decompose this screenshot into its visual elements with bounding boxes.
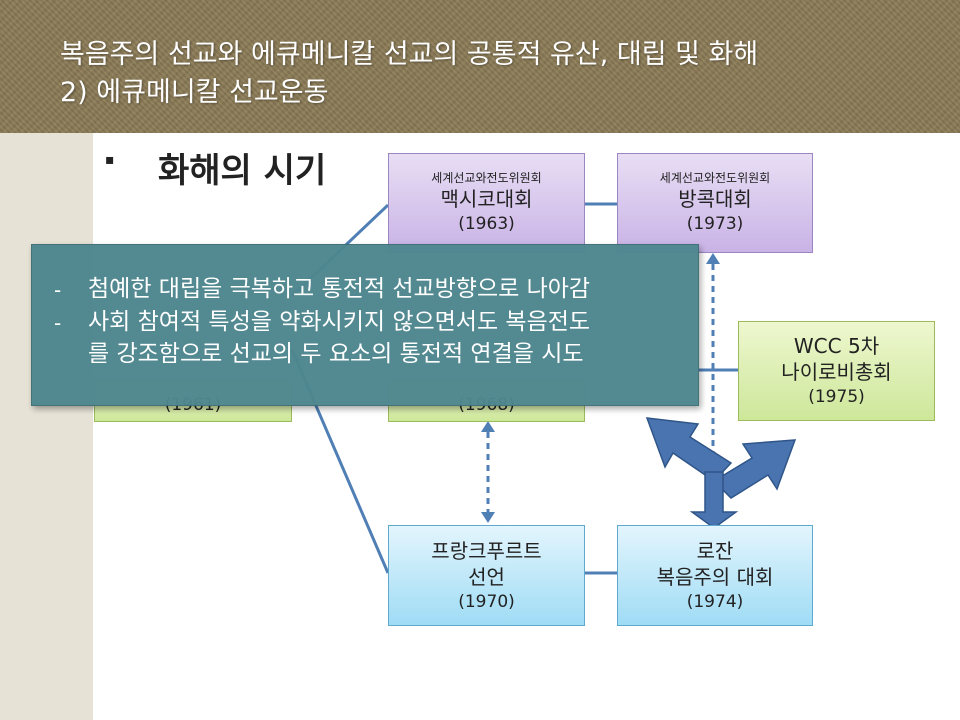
arrowhead-up-bangkok	[706, 253, 720, 264]
callout-item-2-line2: 를 강조함으로 선교의 두 요소의 통전적 연결을 시도	[88, 341, 584, 367]
arrowhead-down-frankfurt	[481, 512, 495, 523]
lausanne-name-line2: 복음주의 대회	[656, 564, 774, 589]
nairobi-assembly-box: WCC 5차 나이로비총회 (1975)	[738, 321, 935, 421]
nairobi-name-line1: WCC 5차	[793, 334, 880, 358]
frankfurt-declaration-box: 프랑크푸르트 선언 (1970)	[388, 525, 585, 626]
bullet-icon: ▪	[105, 152, 115, 168]
arrowhead-up-1968	[481, 421, 495, 432]
callout-item-2-line1: 사회 참여적 특성을 약화시키지 않으면서도 복음전도	[88, 309, 591, 335]
callout-item-1: 첨예한 대립을 극복하고 통전적 선교방향으로 나아감	[88, 276, 591, 302]
bangkok-name-label: 방콕대회	[678, 187, 752, 211]
bangkok-year-label: (1973)	[686, 214, 744, 234]
mexico-conference-box: 세계선교와전도위원회 맥시코대회 (1963)	[388, 153, 585, 253]
lausanne-year-label: (1974)	[686, 591, 744, 612]
slide-title-line1: 복음주의 선교와 에큐메니칼 선교의 공통적 유산, 대립 및 화해	[60, 39, 759, 70]
bangkok-conference-box: 세계선교와전도위원회 방콕대회 (1973)	[617, 153, 813, 253]
mexico-year-label: (1963)	[458, 214, 515, 234]
three-way-arrow-icon	[645, 417, 797, 529]
dash-marker-2: -	[54, 311, 62, 335]
section-heading: 화해의 시기	[158, 151, 327, 191]
dash-marker-1: -	[54, 278, 62, 302]
lausanne-name-line1: 로잔	[696, 538, 734, 563]
left-margin-strip	[0, 133, 93, 720]
bangkok-org-label: 세계선교와전도위원회	[659, 171, 771, 185]
nairobi-year-label: (1975)	[808, 387, 865, 407]
mexico-name-label: 맥시코대회	[440, 187, 533, 211]
nairobi-name-line2: 나이로비총회	[781, 360, 892, 384]
frankfurt-name-line2: 선언	[468, 564, 505, 589]
slide-title-line2: 2) 에큐메니칼 선교운동	[60, 77, 329, 108]
header-banner: 복음주의 선교와 에큐메니칼 선교의 공통적 유산, 대립 및 화해 2) 에큐…	[0, 0, 960, 133]
lausanne-congress-box: 로잔 복음주의 대회 (1974)	[617, 525, 813, 626]
mexico-org-label: 세계선교와전도위원회	[431, 171, 542, 185]
frankfurt-year-label: (1970)	[458, 591, 515, 612]
frankfurt-name-line1: 프랑크푸르트	[431, 538, 542, 563]
summary-callout: - 첨예한 대립을 극복하고 통전적 선교방향으로 나아감 - 사회 참여적 특…	[31, 244, 699, 406]
